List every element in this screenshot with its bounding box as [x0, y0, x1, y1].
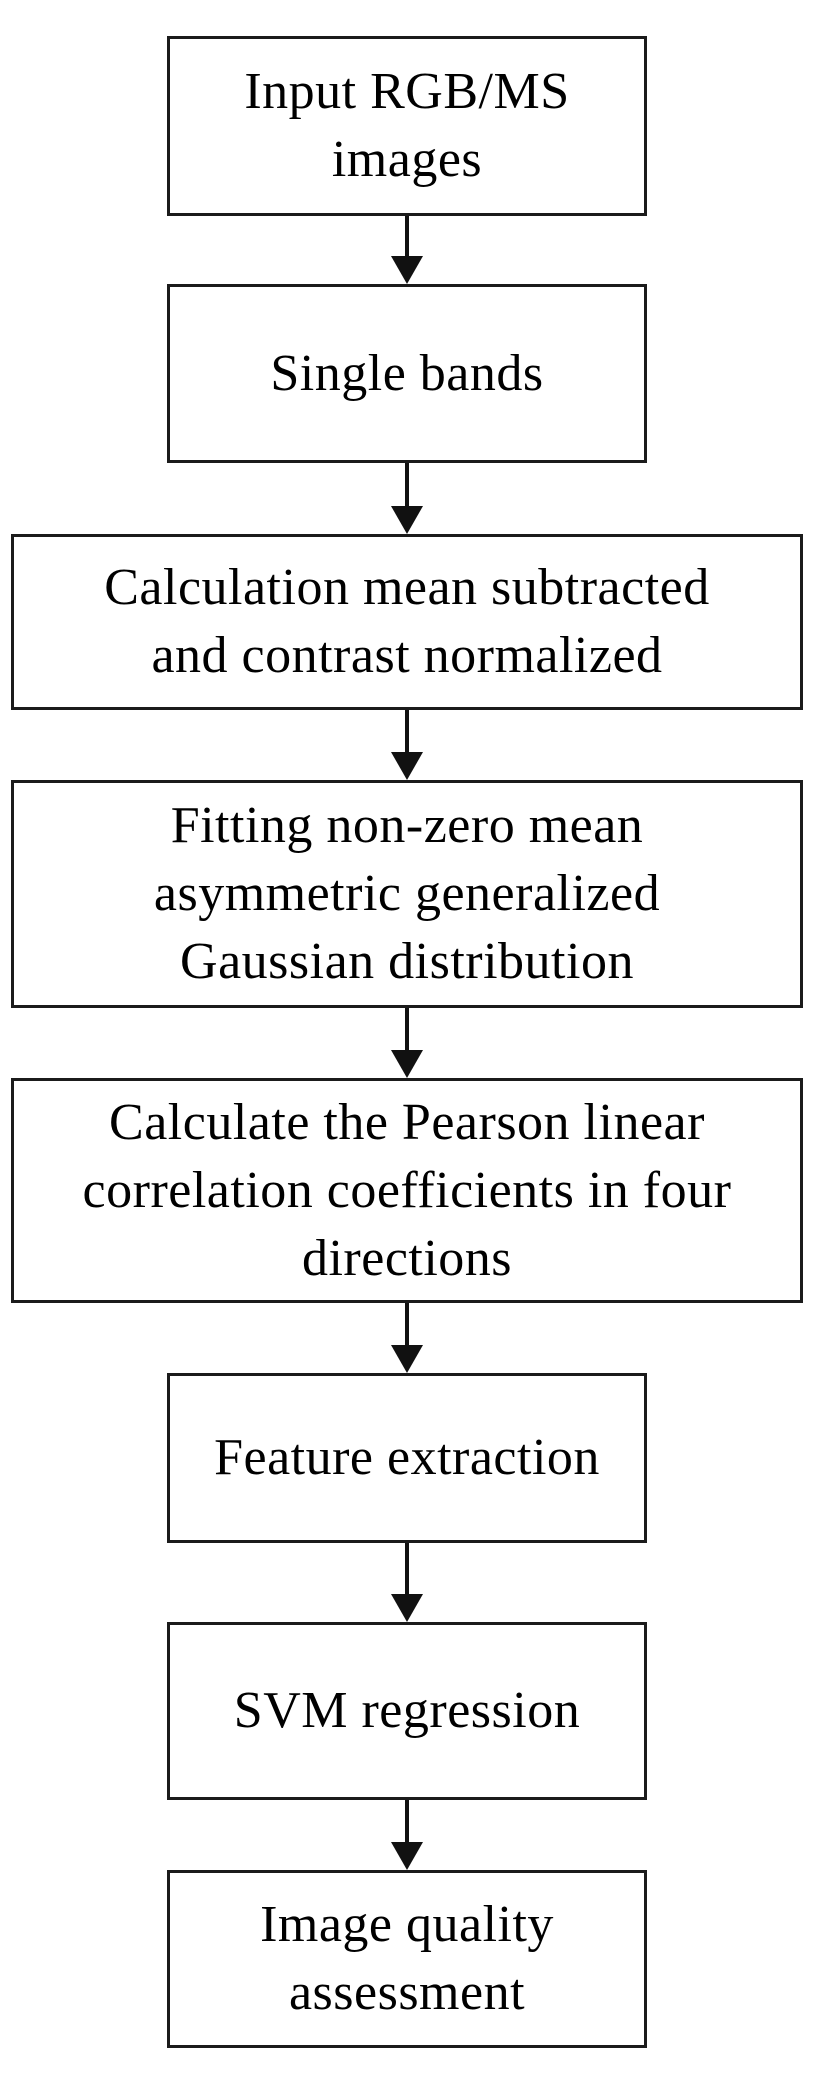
arrow-down-icon: [391, 506, 423, 534]
arrow-down-icon: [391, 752, 423, 780]
arrow-down-icon: [391, 1842, 423, 1870]
flow-node-svm-regression: SVM regression: [167, 1622, 647, 1800]
flow-node-label-line: Feature extraction: [214, 1429, 600, 1486]
arrow-down-icon: [391, 1050, 423, 1078]
flow-node-image-quality-assessment: Image quality assessment: [167, 1870, 647, 2048]
arrow-down-icon: [391, 1345, 423, 1373]
flow-node-label-line: Gaussian distribution: [180, 933, 634, 990]
flow-node-single-bands: Single bands: [167, 284, 647, 463]
flow-node-label-line: assessment: [288, 1964, 526, 2021]
flow-node-label-line: Calculation mean subtracted: [104, 559, 710, 616]
flow-node-label-line: Image quality: [260, 1896, 554, 1953]
flow-node-pearson-correlation: Calculate the Pearson linear correlation …: [11, 1078, 803, 1303]
flow-node-label-line: images: [331, 131, 483, 188]
flow-arrow-stem: [405, 216, 409, 260]
flow-node-label-line: Input RGB/MS: [244, 63, 570, 120]
arrow-down-icon: [391, 1594, 423, 1622]
flow-node-label-line: Fitting non-zero mean: [170, 797, 644, 854]
flow-node-label-line: Calculate the Pearson linear: [109, 1093, 705, 1151]
flow-arrow-stem: [405, 1008, 409, 1054]
flow-node-label-line: correlation coefficients in four: [82, 1161, 732, 1219]
flow-node-label-line: and contrast normalized: [151, 627, 663, 684]
flow-node-feature-extraction: Feature extraction: [167, 1373, 647, 1543]
flow-node-mscn-calculation: Calculation mean subtracted and contrast …: [11, 534, 803, 710]
flow-arrow-stem: [405, 710, 409, 756]
flow-arrow-stem: [405, 1303, 409, 1349]
flow-node-aggd-fitting: Fitting non-zero mean asymmetric generali…: [11, 780, 803, 1008]
flow-arrow-stem: [405, 1800, 409, 1846]
flow-node-label-line: directions: [301, 1229, 513, 1287]
flow-node-label-line: SVM regression: [233, 1682, 581, 1739]
arrow-down-icon: [391, 256, 423, 284]
flow-arrow-stem: [405, 463, 409, 510]
flow-arrow-stem: [405, 1543, 409, 1598]
flow-node-label-line: Single bands: [270, 344, 544, 402]
flow-node-label-line: asymmetric generalized: [153, 865, 661, 922]
flow-node-input-rgb-ms-images: Input RGB/MS images: [167, 36, 647, 216]
